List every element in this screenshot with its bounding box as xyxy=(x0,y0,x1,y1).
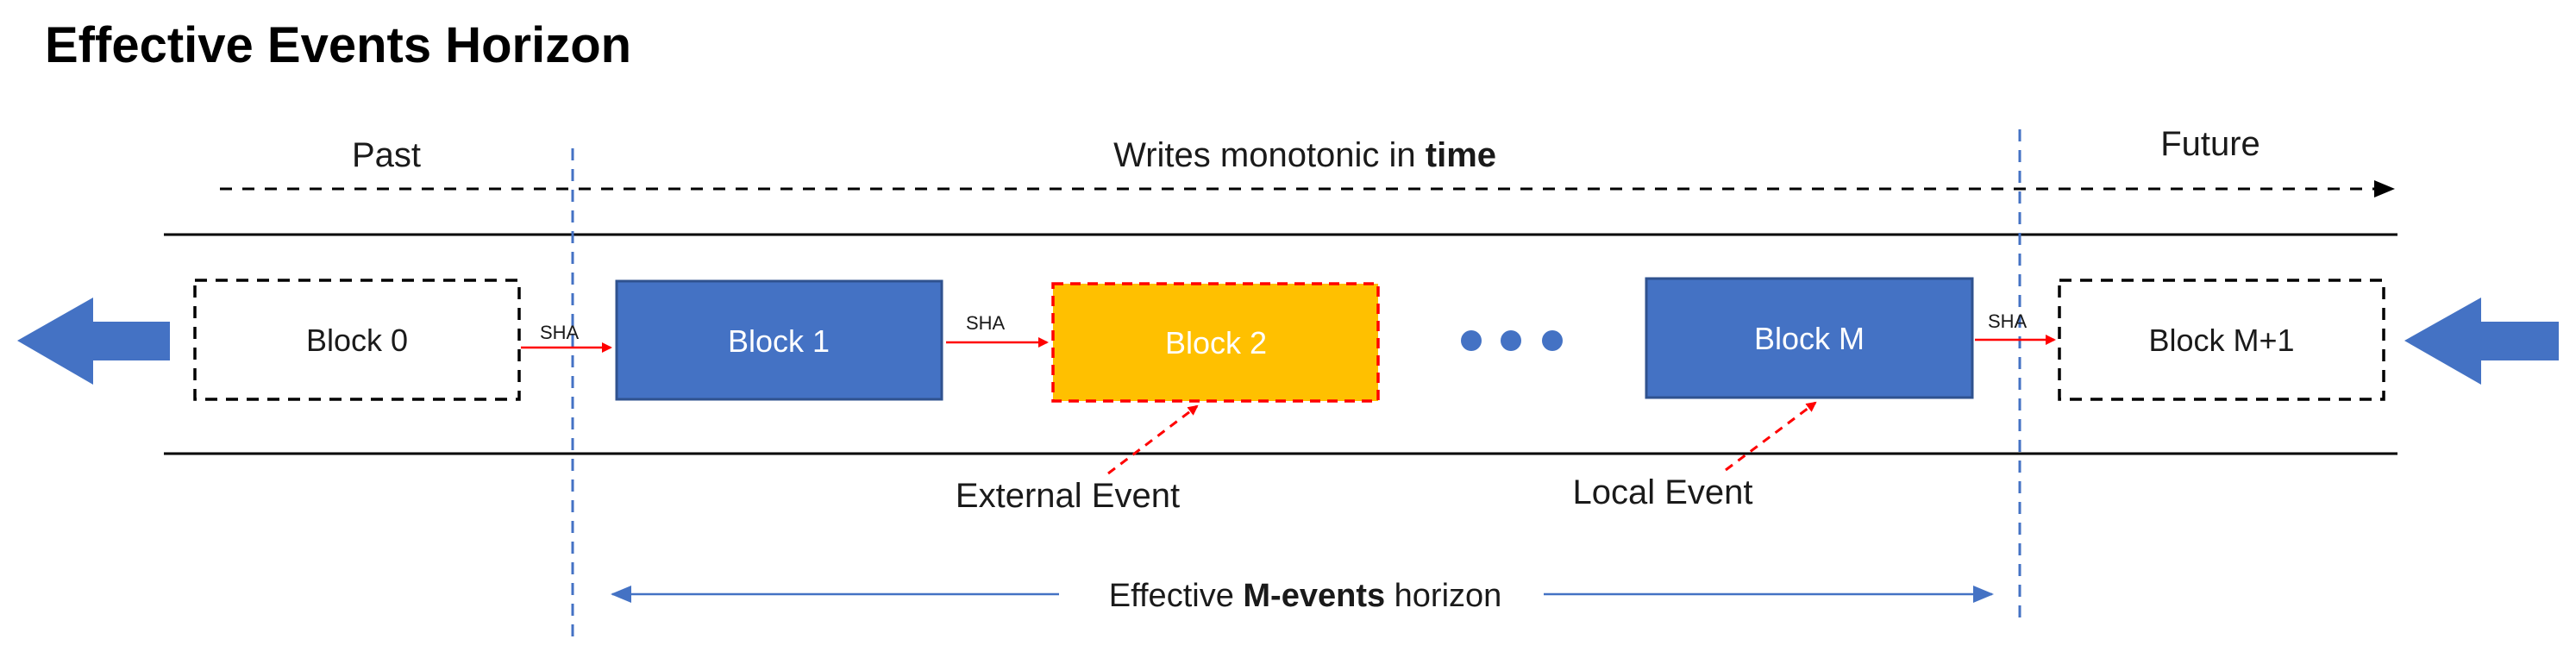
sha-label: SHA xyxy=(966,312,1006,334)
local-event-label: Local Event xyxy=(1572,473,1752,511)
horizon-bold: M-events xyxy=(1243,578,1385,614)
writes-monotonic-label: Writes monotonic in time xyxy=(1066,136,1526,174)
block-m-plus-1: Block M+1 xyxy=(2058,279,2385,401)
sha-label: SHA xyxy=(1988,310,2028,332)
past-label: Past xyxy=(352,136,421,174)
writes-prefix: Writes monotonic in xyxy=(1113,136,1426,174)
block-1-label: Block 1 xyxy=(728,323,830,359)
writes-bold: time xyxy=(1426,136,1496,174)
block-0-label: Block 0 xyxy=(306,323,408,358)
left-arrow-icon xyxy=(17,298,170,385)
block-m-plus-1-label: Block M+1 xyxy=(2148,323,2294,358)
block-2: Block 2 xyxy=(1051,282,1380,403)
left-arrow-icon xyxy=(2404,298,2559,385)
future-label: Future xyxy=(2160,125,2260,163)
horizon-suffix: horizon xyxy=(1385,578,1501,614)
block-0: Block 0 xyxy=(193,279,521,401)
sha-link-1-2: SHA xyxy=(946,312,1049,348)
ellipsis-dots-icon xyxy=(1461,330,1563,351)
external-event-label: External Event xyxy=(956,477,1180,515)
horizon-prefix: Effective xyxy=(1109,578,1244,614)
sha-label: SHA xyxy=(540,322,580,343)
page-title: Effective Events Horizon xyxy=(45,17,631,73)
block-m-label: Block M xyxy=(1754,321,1865,356)
block-2-label: Block 2 xyxy=(1165,325,1267,360)
sha-link-0-1: SHA xyxy=(521,322,612,353)
horizon-label: Effective M-events horizon xyxy=(1063,578,1529,614)
block-m: Block M xyxy=(1645,277,1974,399)
block-1: Block 1 xyxy=(615,279,943,401)
local-event-arrow xyxy=(1725,401,1817,472)
sha-link-m-m1: SHA xyxy=(1975,310,2056,345)
external-event-arrow xyxy=(1107,404,1199,475)
